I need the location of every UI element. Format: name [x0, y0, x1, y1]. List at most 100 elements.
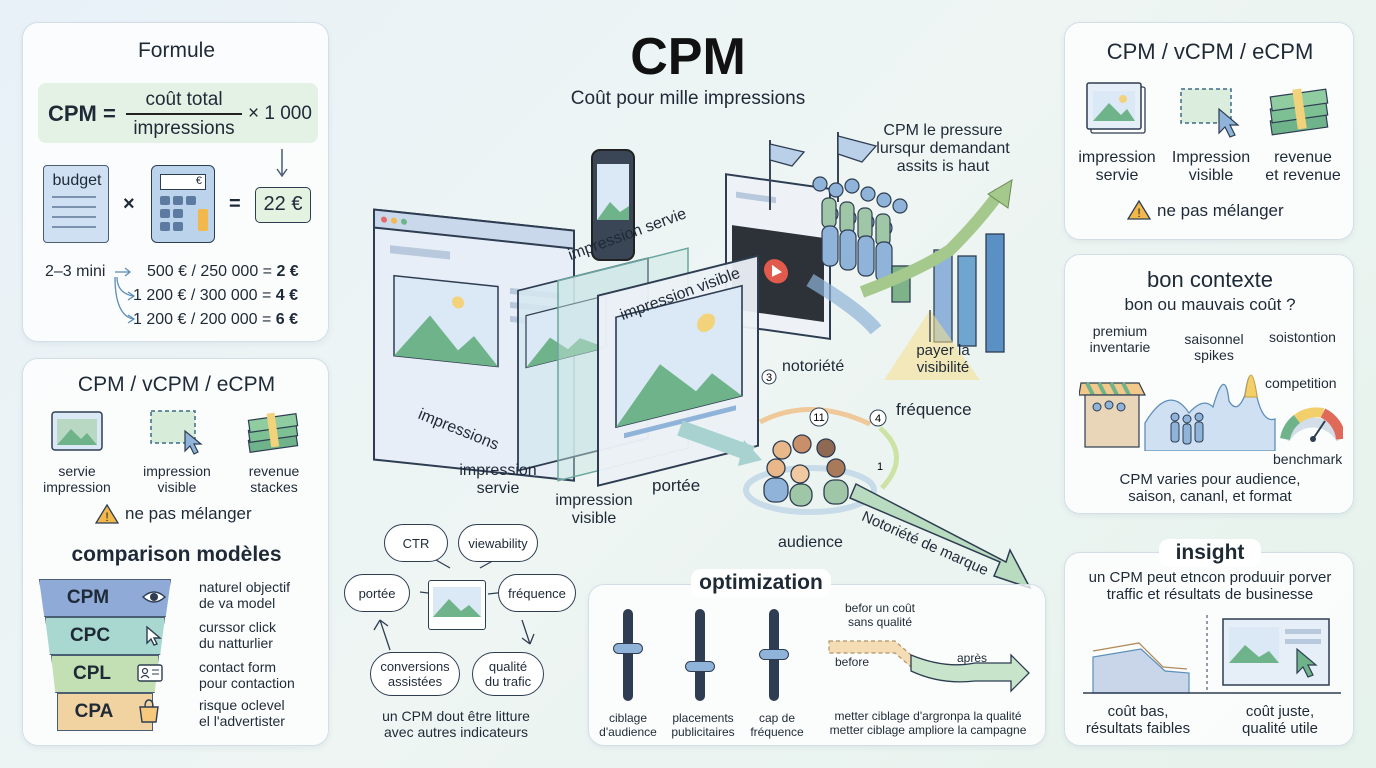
fraction-bar — [126, 113, 242, 115]
formula-numerator: coût total — [145, 89, 223, 110]
svg-text:!: ! — [1137, 206, 1140, 220]
impression-funnel-illustration: 3 11 4 1 — [373, 132, 1032, 590]
contact-card-icon — [137, 664, 163, 682]
cursor-icon — [146, 625, 162, 646]
assisted-conversions-pill: conversions assistées — [370, 652, 460, 696]
awareness-label: notoriété — [782, 358, 845, 375]
page-title: CPM — [630, 28, 746, 86]
down-arrow-icon — [276, 149, 288, 178]
result-value: 22 € — [255, 187, 311, 223]
low-cost-caption: coût bas, résultats faibles — [1085, 703, 1191, 737]
phone-icon — [591, 149, 635, 261]
visible-impression-icon — [1180, 88, 1240, 138]
seasonal-spikes-label: saisonnel spikes — [1184, 331, 1244, 363]
page-subtitle: Coût pour mille impressions — [570, 88, 806, 109]
before-text: befor un coût sans qualité — [844, 601, 916, 629]
slider-label-frequency: cap de fréquence — [750, 711, 804, 739]
formula-box: CPM = coût total impressions × 1 000 — [38, 83, 318, 143]
rising-arrow-icon — [859, 188, 1005, 298]
example-row: 500 € / 250 000 = 2 € — [147, 263, 299, 280]
served-impression-icon — [51, 411, 103, 451]
left-models-card: CPM / vCPM / eCPM servie impression impr… — [22, 358, 329, 746]
audience-label: audience — [778, 534, 843, 551]
formula-card: Formule CPM = coût total impressions × 1… — [22, 22, 329, 342]
traffic-quality-pill: qualité du trafic — [472, 652, 544, 696]
page-title-block: CPM Coût pour mille impressions — [538, 28, 838, 110]
audience-group-icon — [763, 434, 849, 507]
left-models-title: CPM / vCPM / eCPM — [77, 373, 276, 396]
money-stack-icon — [247, 412, 299, 453]
calculator-screen: € — [160, 174, 206, 190]
funnel-desc-cpc: curssor click du natturlier — [199, 619, 277, 651]
slider-knob[interactable] — [685, 661, 715, 672]
formula-denominator: impressions — [133, 118, 235, 139]
example-row: 1 200 € / 200 000 = 6 € — [133, 311, 299, 328]
before-label: before — [835, 655, 870, 669]
audience-ring-icon — [743, 465, 877, 515]
money-stack-icon — [1269, 88, 1329, 136]
ad-placement-slider[interactable] — [695, 609, 705, 701]
optimization-title: optimization — [691, 569, 831, 597]
slider-knob[interactable] — [613, 643, 643, 654]
audience-targeting-slider[interactable] — [623, 609, 633, 701]
example-arrows-icon — [114, 267, 136, 324]
visible-impression-label: impression visible — [143, 463, 211, 495]
insight-card: insight un CPM peut etncon produuir porv… — [1064, 539, 1354, 746]
slider-knob[interactable] — [759, 649, 789, 660]
budget-document-icon: budget — [43, 165, 109, 243]
served-impression-caption: impression servie — [459, 462, 537, 497]
optimization-card: optimization ciblage d'audience placemen… — [588, 569, 1046, 746]
count-badges: 3 11 4 1 — [761, 369, 887, 473]
slider-label-targeting: ciblage d'audience — [599, 711, 657, 739]
pay-visibility-text: payer la visibilité — [916, 342, 970, 376]
spotlight-icon — [884, 310, 980, 380]
funnel-desc-cpl: contact form pour contaction — [199, 659, 295, 691]
shopping-bag-icon — [139, 699, 159, 723]
served-impression-label: impression servie — [1078, 149, 1156, 184]
insight-title: insight — [1159, 539, 1261, 567]
soistontion-label: soistontion — [1269, 329, 1336, 345]
before-after-arrow-icon — [828, 640, 1030, 693]
formula-lhs: CPM = — [48, 101, 116, 126]
example-row: 1 200 € / 300 000 = 4 € — [133, 287, 299, 304]
insight-text: un CPM peut etncon produuir porver traff… — [1088, 569, 1332, 603]
context-subtitle: bon ou mauvais coût ? — [1124, 295, 1296, 314]
budget-label: budget — [52, 172, 102, 189]
market-context-illustration — [1079, 374, 1343, 451]
slider-label-placements: placements publicitaires — [671, 711, 735, 739]
revenue-label: revenue et revenue — [1265, 149, 1341, 184]
right-models-card: CPM / vCPM / eCPM impression servie Impr… — [1064, 22, 1354, 240]
badge-4: 4 — [875, 413, 881, 425]
brand-awareness-arrow-icon — [849, 482, 1032, 590]
crowd-icon — [769, 132, 908, 283]
context-card: bon contexte bon ou mauvais coût ? premi… — [1064, 254, 1354, 514]
pressure-text: CPM le pressure lursqur demandant assits… — [876, 122, 1010, 175]
frequency-label: fréquence — [896, 400, 972, 419]
warning-icon: ! — [95, 503, 119, 524]
equals-sign: = — [229, 193, 241, 215]
rising-bars-icon — [891, 233, 1005, 353]
warning-text: ne pas mélanger — [1157, 201, 1284, 220]
visible-impression-caption: impression visible — [555, 492, 633, 527]
badge-3: 3 — [766, 372, 772, 384]
right-models-title: CPM / vCPM / eCPM — [1106, 39, 1314, 64]
optimization-caption: metter ciblage d'argronpa la qualité met… — [829, 709, 1027, 737]
visible-impression-icon — [150, 410, 203, 455]
calculator-icon: € — [151, 165, 215, 243]
funnel-desc-cpa: risque oclevel el l'advertister — [199, 697, 285, 729]
ctr-pill: CTR — [384, 524, 448, 562]
insight-comparison-illustration — [1083, 615, 1341, 694]
benchmark-label: benchmark — [1273, 451, 1343, 467]
premium-inventory-label: premium inventarie — [1089, 323, 1151, 355]
context-title: bon contexte — [1147, 267, 1273, 292]
after-label: après — [957, 651, 988, 665]
viewability-pill: viewability — [458, 524, 538, 562]
times-sign: × — [123, 193, 135, 215]
formula-title: Formule — [137, 39, 216, 62]
competition-label: competition — [1265, 375, 1337, 391]
svg-text:!: ! — [105, 510, 108, 524]
examples-label: 2–3 mini — [45, 263, 106, 280]
frequency-pill: fréquence — [498, 574, 576, 612]
context-caption: CPM varies pour audience, saison, cananl… — [1119, 471, 1301, 505]
eye-icon — [141, 591, 167, 603]
